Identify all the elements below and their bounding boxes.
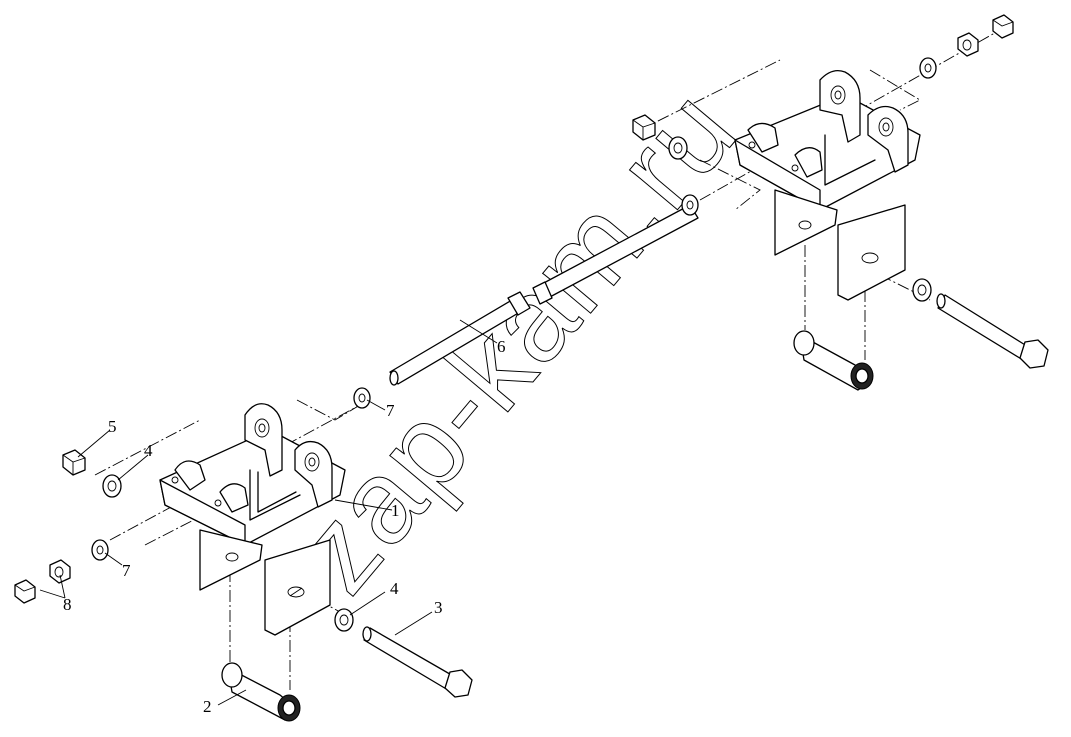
- right-bracket: [734, 69, 921, 301]
- long-pin-bolt: [389, 204, 699, 386]
- leader-lines: [39, 319, 498, 706]
- callout-labels: 1 2 3 4 4 5 6 7 7 8: [63, 337, 506, 716]
- left-bracket: [159, 403, 346, 636]
- callout-4-lower: 4: [390, 579, 399, 598]
- left-long-bolt: [362, 626, 473, 698]
- callout-1: 1: [391, 501, 400, 520]
- callout-5: 5: [108, 417, 117, 436]
- callout-7-lower: 7: [122, 561, 131, 580]
- callout-6: 6: [497, 337, 506, 356]
- callout-3: 3: [434, 598, 443, 617]
- callout-8: 8: [63, 595, 72, 614]
- callout-7-upper: 7: [386, 401, 395, 420]
- washer-icon: [91, 57, 937, 632]
- left-bushing: [221, 662, 301, 722]
- callout-2: 2: [203, 697, 212, 716]
- callout-4-upper: 4: [144, 441, 153, 460]
- right-bushing: [793, 330, 874, 391]
- hex-nut-icon: [14, 14, 1014, 604]
- right-long-bolt: [936, 293, 1049, 369]
- watermark-text: zap-kam.ru: [269, 64, 762, 616]
